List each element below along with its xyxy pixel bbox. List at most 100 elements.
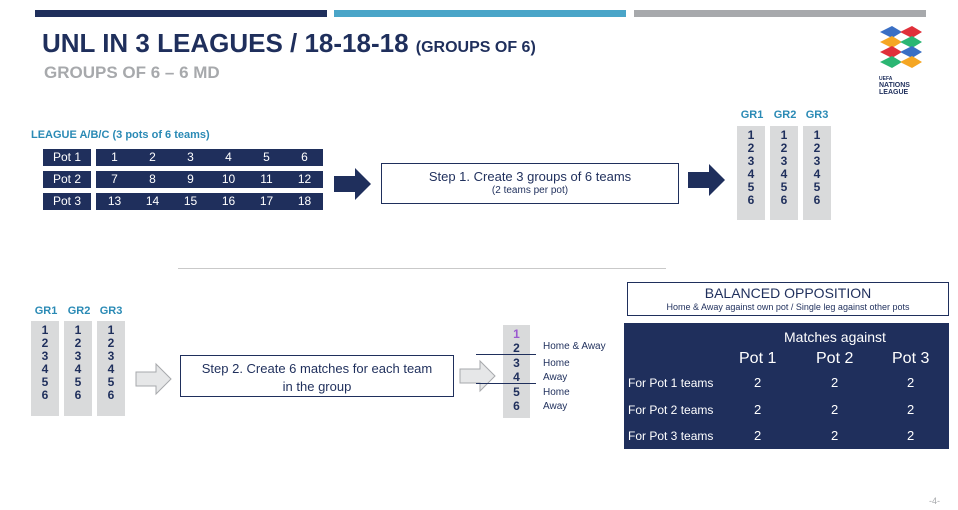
step1-title: Step 1. Create 3 groups of 6 teams: [428, 169, 632, 184]
pot-row: Pot 2 7 8 9 10 11 12: [43, 171, 323, 188]
header-bar-navy: [35, 10, 327, 17]
group-team: 1: [780, 128, 788, 142]
uefa-nations-league-logo: UEFA NATIONS LEAGUE: [872, 24, 930, 96]
group-team: 3: [780, 154, 788, 168]
group-team: 2: [41, 336, 49, 350]
group-team: 3: [74, 349, 82, 363]
group-team: 2: [747, 141, 755, 155]
group-team: 2: [813, 141, 821, 155]
header-bar-blue: [334, 10, 626, 17]
table-cell: 2: [831, 375, 839, 390]
group-column: 1 2 3 4 5 6: [31, 321, 59, 416]
team-cell: 13: [107, 194, 122, 208]
team-cell: 17: [259, 194, 274, 208]
pot-name: Pot 2: [43, 171, 93, 188]
group-team: 4: [780, 167, 788, 181]
group-team: 6: [41, 388, 49, 402]
group-column: 1 2 3 4 5 6: [803, 126, 831, 220]
group-team: 5: [780, 180, 788, 194]
group-team: 1: [41, 323, 49, 337]
step2-line1: Step 2. Create 6 matches for each team: [201, 361, 433, 376]
group-team: 4: [41, 362, 49, 376]
table-cell: 2: [907, 402, 915, 417]
table-cell: 2: [831, 402, 839, 417]
ha-team-number: 2: [513, 341, 520, 355]
group-header: GR3: [805, 109, 829, 121]
group-team: 1: [74, 323, 82, 337]
group-header: GR1: [34, 305, 58, 317]
group-team: 6: [780, 193, 788, 207]
slide-title-small: (GROUPS OF 6): [415, 39, 536, 56]
balanced-title: BALANCED OPPOSITION: [704, 285, 872, 301]
group-team: 5: [107, 375, 115, 389]
arrow-right-icon: [334, 168, 371, 200]
logo-line-nations: NATIONS: [879, 82, 910, 89]
logo-line-uefa: UEFA: [879, 76, 893, 82]
team-cell: 18: [297, 194, 312, 208]
group-header: GR2: [773, 109, 797, 121]
slide-subtitle: GROUPS OF 6 – 6 MD: [44, 63, 220, 82]
group-team: 1: [747, 128, 755, 142]
group-column: 1 2 3 4 5 6: [737, 126, 765, 220]
group-column: 1 2 3 4 5 6: [64, 321, 92, 416]
ha-label: Away: [543, 372, 568, 383]
slide-title-main: UNL IN 3 LEAGUES / 18-18-18: [42, 28, 409, 58]
team-cell: 11: [260, 172, 273, 186]
slide-title: UNL IN 3 LEAGUES / 18-18-18 (GROUPS OF 6…: [42, 28, 536, 59]
ha-team-number: 4: [513, 370, 520, 384]
group-team: 3: [813, 154, 821, 168]
pot-teams: 7 8 9 10 11 12: [96, 171, 323, 188]
group-column: 1 2 3 4 5 6: [770, 126, 798, 220]
pot-name: Pot 1: [43, 149, 93, 166]
table-cell: 2: [754, 402, 762, 417]
pot-teams: 13 14 15 16 17 18: [96, 193, 323, 210]
ha-separator-line: [476, 383, 536, 384]
team-cell: 3: [187, 150, 194, 164]
group-team: 6: [813, 193, 821, 207]
league-label: LEAGUE A/B/C (3 pots of 6 teams): [31, 129, 210, 141]
page-number: -4-: [929, 496, 940, 506]
ha-team-number: 1: [513, 327, 520, 341]
pot-row: Pot 1 1 2 3 4 5 6: [43, 149, 323, 166]
group-column: 1 2 3 4 5 6: [97, 321, 125, 416]
group-team: 6: [747, 193, 755, 207]
column-header: Pot 3: [892, 350, 930, 367]
team-cell: 14: [145, 194, 160, 208]
pot-row: Pot 3 13 14 15 16 17 18: [43, 193, 323, 210]
balanced-subtitle: Home & Away against own pot / Single leg…: [666, 302, 910, 312]
row-label: For Pot 3 teams: [628, 429, 714, 443]
ha-team-number: 5: [513, 385, 520, 399]
table-cell: 2: [831, 428, 839, 443]
balanced-opposition-box: BALANCED OPPOSITION Home & Away against …: [627, 282, 949, 316]
group-header: GR1: [740, 109, 764, 121]
group-team: 5: [41, 375, 49, 389]
ha-label: Home & Away: [543, 341, 606, 352]
team-cell: 6: [301, 150, 308, 164]
team-cell: 12: [297, 172, 312, 186]
team-cell: 7: [111, 172, 118, 186]
ha-label: Home: [543, 358, 570, 369]
team-cell: 10: [221, 172, 236, 186]
group-team: 2: [780, 141, 788, 155]
column-header: Pot 1: [739, 350, 777, 367]
group-team: 3: [41, 349, 49, 363]
pot-teams: 1 2 3 4 5 6: [96, 149, 323, 166]
column-header: Pot 2: [816, 350, 854, 367]
team-cell: 16: [221, 194, 236, 208]
team-cell: 8: [149, 172, 156, 186]
group-team: 4: [813, 167, 821, 181]
group-team: 6: [107, 388, 115, 402]
group-team: 5: [747, 180, 755, 194]
ha-team-number: 3: [513, 356, 520, 370]
matches-table: Matches against Pot 1 Pot 2 Pot 3 For Po…: [624, 323, 949, 449]
home-away-column: 1 2 3 4 5 6: [503, 325, 530, 418]
team-cell: 1: [111, 150, 118, 164]
table-cell: 2: [907, 428, 915, 443]
arrow-right-icon: [688, 164, 725, 196]
header-bar-grey: [634, 10, 926, 17]
logo-line-league: LEAGUE: [879, 89, 909, 96]
section-divider: [178, 268, 666, 269]
group-team: 5: [74, 375, 82, 389]
step2-box: Step 2. Create 6 matches for each team i…: [180, 355, 454, 397]
table-cell: 2: [907, 375, 915, 390]
